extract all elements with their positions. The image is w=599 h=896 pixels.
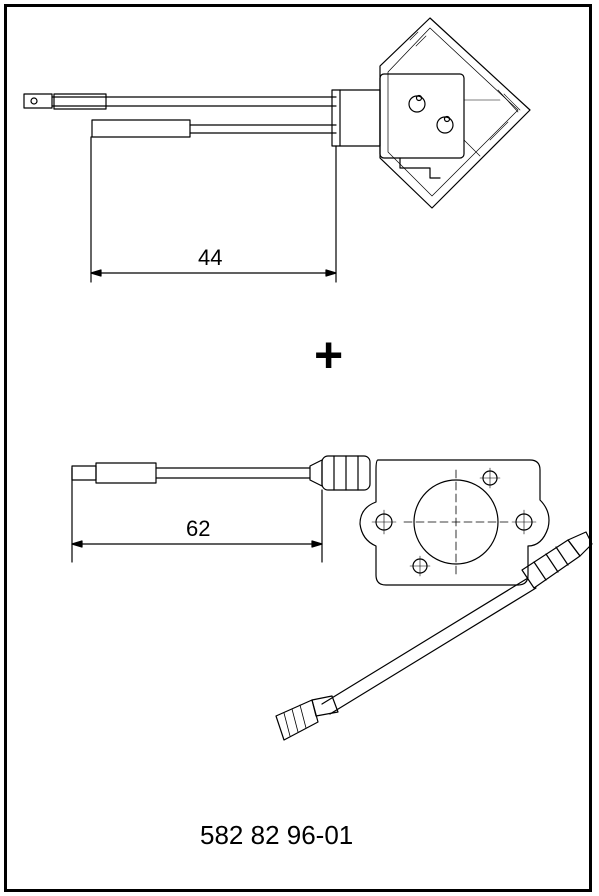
drawing-frame [4,4,592,892]
top-sensor-assembly [23,17,531,283]
flange-boss [413,479,499,565]
terminal-hole [30,97,38,105]
diamond-housing [379,17,531,209]
part-number: 582 82 96-01 [200,820,354,850]
terminal-tab [23,93,53,109]
plus-sign: + [314,327,344,383]
cable-gland [521,539,581,589]
bottom-sensor-assembly [71,455,593,741]
wire-sleeve-bottom [91,119,191,138]
dimension-label-62: 62 [186,516,211,541]
wire-sleeve-top [53,93,107,110]
probe-sleeve [95,462,157,484]
dimension-label-44: 44 [198,245,223,270]
cable-line-lower [329,587,537,715]
flange-plate [359,459,550,586]
sensor-plate [379,73,465,159]
probe-tip [71,465,97,481]
connector-block [331,89,381,147]
cable-line-upper [321,577,529,705]
cable-plug [275,699,319,741]
